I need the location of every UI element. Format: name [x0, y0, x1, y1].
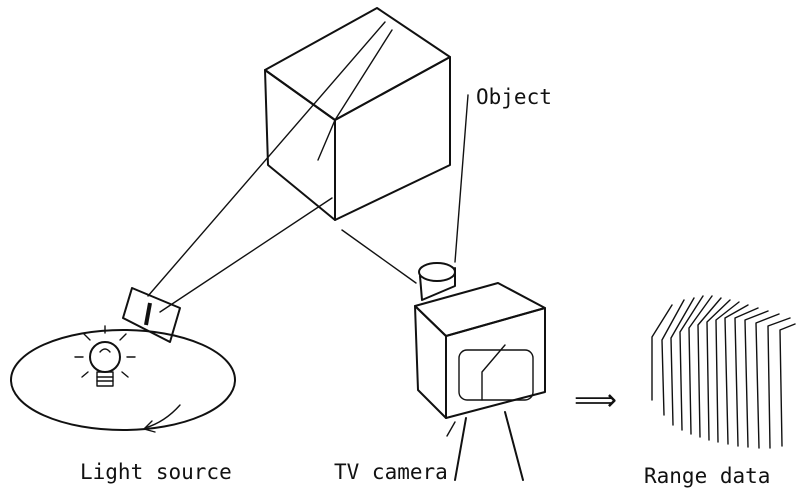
cube-top-face	[264, 7, 451, 121]
camera-screen-stripe	[481, 344, 506, 401]
range-data-curve	[779, 323, 796, 447]
turntable-ellipse	[10, 329, 236, 431]
tv-camera-label: TV camera	[334, 460, 448, 484]
range-data-curve	[651, 304, 673, 401]
range-data-curve	[679, 295, 704, 431]
range-data-curve	[697, 297, 722, 438]
range-data-curve	[688, 295, 713, 435]
tv-camera-icon	[414, 262, 546, 481]
object-cube	[264, 7, 451, 221]
range-data-label: Range data	[644, 464, 771, 488]
slit-plate-outline	[122, 287, 181, 343]
range-data-curve	[724, 304, 749, 445]
range-data-curve	[744, 310, 769, 448]
bulb-ray	[119, 333, 127, 341]
camera-view-line-left	[341, 229, 417, 284]
camera-body-side	[414, 305, 447, 419]
range-data-curve	[706, 299, 731, 441]
cube-right-face	[334, 56, 451, 221]
bulb-ray	[121, 371, 129, 378]
bulb-filament	[99, 348, 111, 353]
light-bulb-icon	[74, 325, 136, 387]
range-data-curve	[715, 301, 740, 443]
projection-ray-lower	[159, 197, 333, 313]
range-data-curves	[651, 295, 796, 449]
tripod-leg-right	[504, 411, 524, 481]
implies-arrow-icon: ⟹	[574, 383, 618, 418]
rotation-arrow	[144, 404, 181, 429]
object-label: Object	[476, 85, 552, 109]
camera-lens	[418, 262, 456, 282]
light-stripe	[317, 29, 393, 161]
camera-screen	[458, 349, 534, 401]
range-data-curve	[734, 307, 759, 447]
turntable	[10, 329, 236, 433]
camera-view-line-right	[454, 94, 469, 263]
range-data-curve	[661, 299, 685, 416]
light-source-label: Light source	[80, 460, 232, 484]
bulb-ray	[81, 371, 89, 378]
bulb-base	[96, 371, 114, 387]
camera-body-top	[414, 282, 546, 337]
projection-ray-upper	[147, 21, 386, 297]
tripod-leg-back	[446, 421, 456, 437]
bulb-ray	[83, 333, 91, 341]
slit	[144, 302, 152, 326]
camera-body-back	[445, 307, 546, 419]
slit-plate	[122, 287, 181, 343]
camera-lens-barrel	[419, 267, 456, 301]
range-data-curve	[767, 317, 791, 449]
bulb-glass	[89, 341, 121, 373]
range-data-curve	[670, 297, 695, 426]
range-data-curve	[755, 313, 780, 449]
tripod-leg-left	[454, 417, 467, 481]
rotation-arrowhead	[143, 420, 156, 433]
